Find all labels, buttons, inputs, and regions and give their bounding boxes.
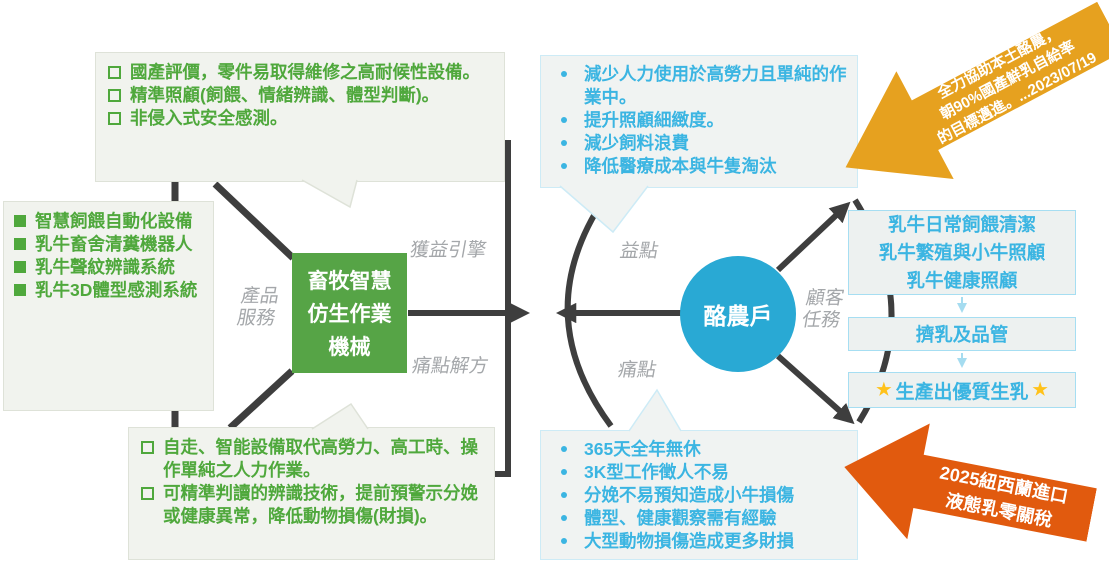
filled-square-bullet-icon [14, 215, 26, 227]
core-product-line: 仿生作業 [307, 303, 392, 326]
customer-pains-callout: 365天全年無休 3K型工作徵人不易 分娩不易預知造成小牛損傷 體型、健康觀察需… [540, 430, 858, 560]
products-box: 智慧飼餵自動化設備 乳牛畜舍清糞機器人 乳牛聲紋辨識系統 乳牛3D體型感測系統 [3, 201, 214, 411]
core-product-line: 機械 [328, 336, 371, 359]
label-pains: 痛點 [616, 360, 658, 381]
pain-item: 365天全年無休 [584, 439, 701, 459]
jobs-output-box: ★ 生產出優質生乳 ★ [848, 372, 1076, 408]
jobs-milking-box: 擠乳及品管 [848, 317, 1076, 351]
gain-creator-item: 非侵入式安全感測。 [130, 108, 288, 129]
pain-reliever-item: 可精準判讀的辨識技術，提前預警示分娩或健康異常，降低動物損傷(財損)。 [163, 483, 478, 527]
star-icon: ★ [876, 380, 892, 399]
pain-relievers-callout: 自走、智能設備取代高勞力、高工時、操作單純之人力作業。 可精準判讀的辨識技術，提… [128, 427, 495, 560]
dot-bullet-icon [561, 515, 567, 522]
jobs-milking-label: 擠乳及品管 [915, 324, 1009, 345]
jobs-daily-line: 乳牛健康照顧 [906, 269, 1018, 291]
threat-banner-text: 2025紐西蘭進口 液態乳零關稅 [938, 462, 1070, 531]
open-square-bullet-icon [141, 487, 154, 501]
open-square-bullet-icon [108, 89, 121, 103]
tail-gain-creators [301, 179, 358, 209]
dot-bullet-icon [561, 469, 567, 476]
open-square-bullet-icon [141, 441, 154, 454]
customer-name: 酪農戶 [703, 303, 773, 329]
product-item: 乳牛3D體型感測系統 [35, 280, 198, 301]
gain-item: 降低醫療成本與牛隻淘汰 [584, 156, 777, 177]
jobs-arrow-bottom [776, 353, 855, 425]
dot-bullet-icon [561, 492, 567, 499]
customer-gains-callout: 減少人力使用於高勞力且單純的作業中。 提升照顧細緻度。 減少飼料浪費 降低醫療成… [540, 55, 858, 188]
star-icon: ★ [1032, 380, 1048, 399]
diagonal-bottom-left [227, 368, 295, 431]
pain-item: 分娩不易預知造成小牛損傷 [584, 485, 794, 506]
threat-banner-arrow: 2025紐西蘭進口 液態乳零關稅 [833, 409, 1103, 573]
gain-creators-callout: 國產評價，零件易取得維修之高耐候性設備。 精準照顧(飼餵、情緒辨識、體型判斷)。… [95, 52, 505, 182]
gain-item: 提升照顧細緻度。 [584, 110, 724, 131]
dot-bullet-icon [561, 163, 567, 170]
pain-reliever-item: 自走、智能設備取代高勞力、高工時、操作單純之人力作業。 [163, 437, 478, 481]
customer-circle: 酪農戶 [680, 256, 796, 372]
product-item: 乳牛聲紋辨識系統 [35, 257, 175, 278]
gain-item: 減少飼料浪費 [584, 133, 689, 154]
pain-item: 大型動物損傷造成更多財損 [584, 531, 794, 552]
gain-item: 減少人力使用於高勞力且單純的作業中。 [584, 64, 847, 108]
open-square-bullet-icon [108, 66, 121, 79]
product-item: 智慧飼餵自動化設備 [35, 211, 193, 231]
label-gains: 益點 [618, 241, 660, 262]
dot-bullet-icon [561, 117, 567, 124]
policy-banner-text: 全力協助本土酪農， 朝90%國產鮮乳自給率 的目標邁進。...2023/07/1… [934, 23, 1100, 148]
gain-creator-item: 國產評價，零件易取得維修之高耐候性設備。 [130, 62, 480, 82]
customer-arc-left [564, 197, 614, 428]
jobs-arrow-top [775, 201, 851, 273]
dot-bullet-icon [561, 446, 567, 452]
dot-bullet-icon [561, 140, 567, 147]
jobs-daily-line: 乳牛繁殖與小牛照顧 [878, 241, 1046, 263]
filled-square-bullet-icon [14, 238, 26, 251]
label-pain-solution: 痛點解方 [410, 356, 490, 377]
label-gain-engine: 獲益引擎 [408, 240, 488, 261]
core-product-box: 畜牧智慧 仿生作業 機械 [292, 253, 407, 373]
jobs-daily-box: 乳牛日常飼餵清潔 乳牛繁殖與小牛照顧 乳牛健康照顧 [848, 210, 1076, 295]
product-item: 乳牛畜舍清糞機器人 [35, 234, 193, 255]
diagonal-top-left [212, 181, 296, 261]
filled-square-bullet-icon [14, 284, 26, 297]
tail-customer-gains [559, 185, 649, 234]
vertical-bracket [493, 140, 511, 477]
label-products-services: 產品 服務 [235, 286, 281, 329]
gain-creator-item: 精準照顧(飼餵、情緒辨識、體型判斷)。 [130, 85, 440, 106]
pain-item: 3K型工作徵人不易 [584, 462, 729, 483]
dot-bullet-icon [561, 538, 567, 545]
tail-customer-pains [628, 388, 682, 432]
pain-item: 體型、健康觀察需有經驗 [584, 508, 777, 529]
policy-banner-arrow: 全力協助本土酪農， 朝90%國產鮮乳自給率 的目標邁進。...2023/07/1… [817, 0, 1109, 221]
core-product-line: 畜牧智慧 [307, 270, 392, 293]
dot-bullet-icon [561, 71, 567, 77]
filled-square-bullet-icon [14, 261, 26, 274]
label-customer-jobs: 顧客 任務 [800, 288, 846, 331]
open-square-bullet-icon [108, 112, 121, 126]
jobs-daily-line: 乳牛日常飼餵清潔 [887, 213, 1036, 235]
jobs-output-label: 生產出優質生乳 [895, 381, 1029, 403]
tail-pain-relievers [311, 402, 369, 430]
